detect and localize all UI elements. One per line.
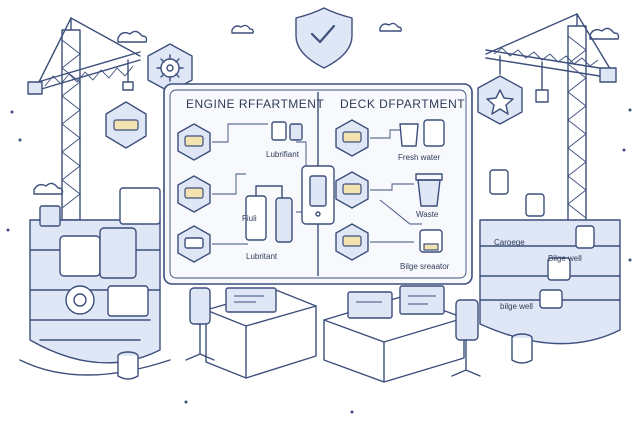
office-chairs: [185, 287, 481, 377]
deck-hexagons: [335, 119, 369, 261]
left-crane: [27, 17, 141, 221]
engine-connections: [212, 121, 314, 245]
document-hexagon-icon: [105, 101, 147, 149]
deck-connections: [370, 119, 445, 253]
gear-hexagon-icon: [147, 43, 193, 93]
cargo-bilge-area: [479, 169, 621, 345]
engine-panel-title: ENGINE RFFARTMENT: [186, 97, 325, 111]
side-label-cargo: Caroege: [494, 238, 525, 247]
side-label-bilge-well-lower: bilge well: [500, 302, 533, 311]
engine-room-machinery: [19, 187, 171, 376]
deck-label-bilge-separator: Bilge sreaator: [400, 262, 450, 271]
storage-drums: [117, 333, 533, 380]
side-label-bilge-well: Bilge well: [548, 254, 582, 263]
star-hexagon-icon: [477, 75, 523, 125]
engine-hexagons: [177, 123, 211, 263]
deck-label-waste: Waste: [416, 210, 439, 219]
engine-label-lubritant: Lubritant: [246, 252, 278, 261]
engine-label-fiuli: Fiuli: [242, 214, 257, 223]
control-switch-icon: [301, 165, 335, 225]
shield-check-icon: [295, 7, 353, 69]
deck-label-fresh-water: Fresh water: [398, 153, 441, 162]
engine-label-lubrifiant: Lubrifiant: [266, 150, 299, 159]
control-desks: [205, 285, 465, 383]
deck-panel-title: DECK DFPARTMENT: [340, 97, 466, 111]
decor-dots: [6, 108, 632, 414]
